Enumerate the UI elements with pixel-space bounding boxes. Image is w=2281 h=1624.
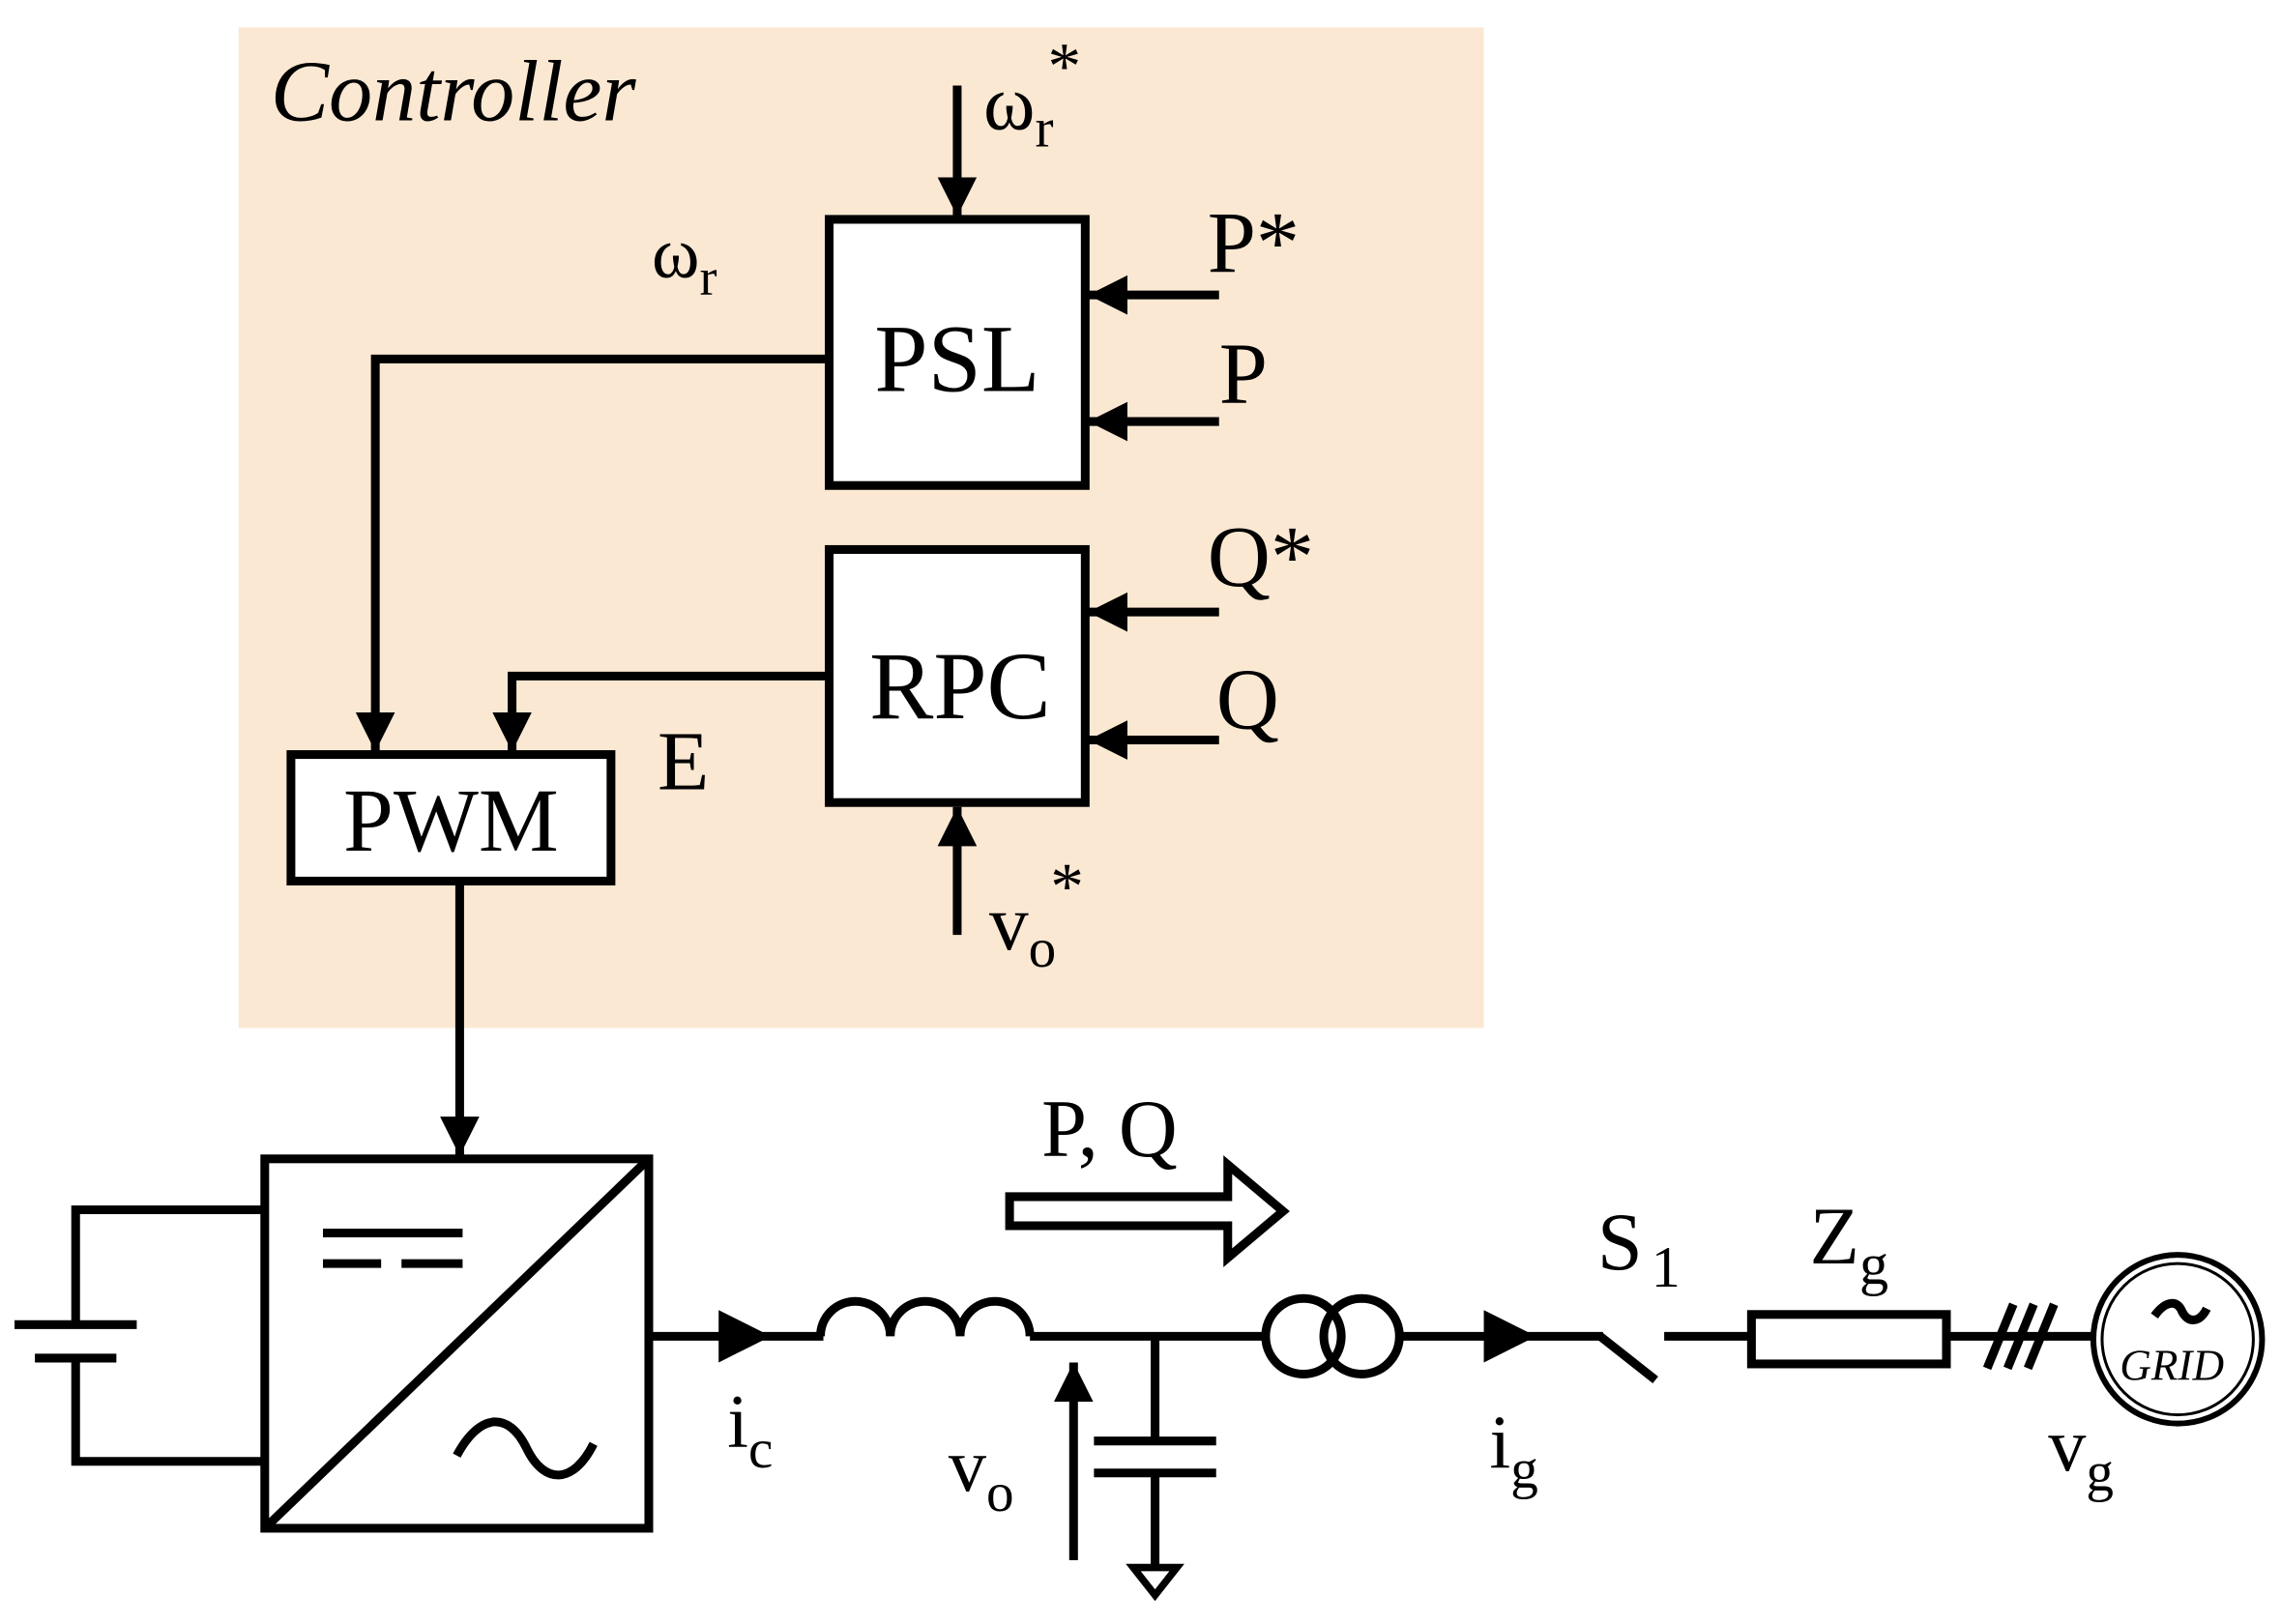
inductor-icon [816,1296,1035,1337]
three-phase-tick-1 [1982,1302,2018,1371]
three-phase-tick-3 [2024,1302,2059,1371]
e-label: E [658,714,709,808]
q-label: Q [1216,651,1279,747]
grid-source-inner [2100,1262,2255,1417]
dc-bottom-wire [71,1357,265,1466]
omega-ref-label: ωr* [983,29,1081,160]
grid-ac-icon [2150,1298,2211,1324]
switch-s1-blade [1597,1332,1658,1384]
rpc-block [825,544,1090,807]
controller-title: Controller [271,44,637,140]
omega-r-wire [355,354,827,752]
omega-r-label: ωr [652,214,717,306]
transformer-winding-1 [1261,1293,1346,1378]
grid-source-outer [2090,1252,2266,1427]
vo-ref-label: vo* [989,849,1084,979]
ac-symbol-icon [453,1417,598,1480]
dc-top-wire [71,1204,265,1325]
vg-label: vg [2048,1403,2114,1503]
ic-arrowhead-icon [718,1310,772,1363]
psl-block [825,215,1090,490]
inverter-diagonal [261,1155,653,1532]
power-flow-arrow [1005,1155,1290,1267]
three-phase-tick-2 [2003,1302,2038,1371]
pwm-label: PWM [343,771,559,871]
grid-label: GRID [2120,1341,2224,1389]
p-ref-label: P* [1208,194,1300,291]
ig-label: ig [1490,1400,1538,1500]
transformer-winding-2 [1319,1293,1404,1378]
rpc-label: RPC [869,634,1051,740]
zg-label: Zg [1810,1192,1889,1297]
power-flow-label: P, Q [1041,1085,1178,1174]
q-ref-label: Q* [1208,508,1314,605]
p-label: P [1219,325,1268,421]
pwm-block [286,750,616,885]
vo-label: vo [949,1423,1014,1523]
e-wire [492,671,827,752]
psl-label: PSL [874,306,1039,412]
ig-arrowhead-icon [1483,1310,1536,1363]
ground-icon [1126,1563,1184,1602]
ic-label: ic [727,1379,773,1480]
grid-impedance-zg [1746,1310,1951,1369]
